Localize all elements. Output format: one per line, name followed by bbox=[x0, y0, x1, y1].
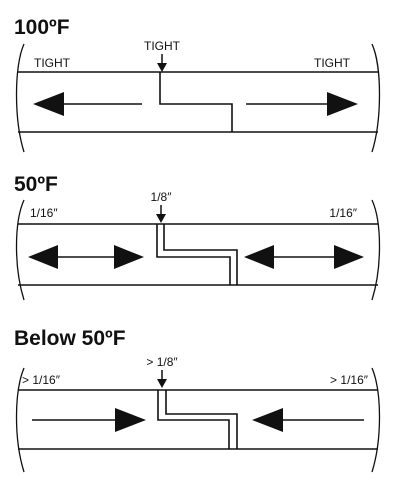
left-break-curve bbox=[15, 199, 25, 301]
joint-line-right bbox=[163, 224, 238, 285]
left-arrow-icon bbox=[115, 408, 146, 432]
gap-pointer-icon bbox=[157, 63, 167, 72]
right-break-curve bbox=[371, 199, 381, 301]
panel-heading: 50ºF bbox=[14, 173, 58, 196]
panel-50f: 50ºF 1/8″ 1/16″ 1/16″ bbox=[14, 173, 381, 301]
right-break-curve bbox=[371, 367, 381, 473]
joint-line bbox=[159, 72, 233, 132]
left-label: 1/16″ bbox=[30, 206, 58, 220]
gap-pointer-icon bbox=[156, 214, 166, 223]
right-break-curve bbox=[371, 43, 381, 153]
gap-label: TIGHT bbox=[144, 39, 181, 53]
panel-heading: 100ºF bbox=[14, 16, 70, 39]
panel-heading: Below 50ºF bbox=[14, 327, 126, 350]
gap-label: 1/8″ bbox=[151, 190, 173, 204]
gap-label: > 1/8″ bbox=[146, 355, 178, 369]
right-label: > 1/16″ bbox=[330, 373, 369, 387]
left-arrow-icon bbox=[33, 92, 64, 116]
left-break-curve bbox=[15, 367, 25, 473]
right-arrow-icon bbox=[327, 92, 358, 116]
right-label: TIGHT bbox=[314, 56, 351, 70]
right-arrow-left-head-icon bbox=[244, 245, 274, 269]
gap-pointer-icon bbox=[157, 379, 167, 388]
left-arrow-right-head-icon bbox=[114, 245, 144, 269]
panel-below-50f: Below 50ºF > 1/8″ > 1/16″ > 1/16″ bbox=[14, 327, 381, 473]
joint-line-left bbox=[157, 390, 230, 449]
left-label: TIGHT bbox=[34, 56, 71, 70]
panel-100f: 100ºF TIGHT TIGHT TIGHT bbox=[14, 16, 381, 153]
left-label: > 1/16″ bbox=[22, 373, 61, 387]
right-arrow-right-head-icon bbox=[334, 245, 364, 269]
left-break-curve bbox=[15, 43, 25, 153]
joint-line-left bbox=[156, 224, 231, 285]
right-arrow-icon bbox=[252, 408, 283, 432]
joint-line-right bbox=[165, 390, 238, 449]
right-label: 1/16″ bbox=[329, 206, 357, 220]
left-arrow-left-head-icon bbox=[28, 245, 58, 269]
